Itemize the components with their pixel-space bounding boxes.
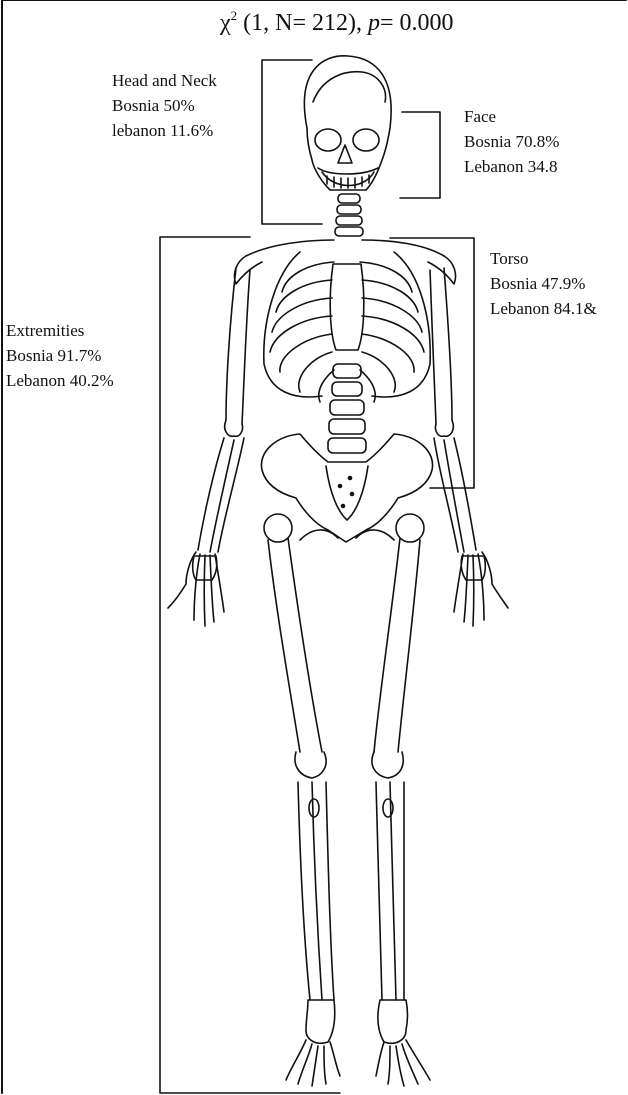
right-arm xyxy=(430,268,476,552)
head-neck-bracket xyxy=(262,60,322,224)
rib-cage xyxy=(264,252,430,402)
face-name: Face xyxy=(464,104,559,129)
extremities-label: Extremities Bosnia 91.7% Lebanon 40.2% xyxy=(6,318,114,393)
extremities-bracket xyxy=(160,237,340,1093)
extremities-bosnia: Bosnia 91.7% xyxy=(6,343,114,368)
face-bracket xyxy=(400,112,440,198)
torso-bracket xyxy=(390,238,474,488)
left-leg xyxy=(264,514,334,1000)
lumbar-spine xyxy=(328,364,366,453)
skull xyxy=(304,56,391,190)
p-symbol: p xyxy=(368,10,380,36)
extremities-name: Extremities xyxy=(6,318,114,343)
left-foot xyxy=(286,1000,340,1086)
chi-symbol: χ xyxy=(220,10,231,36)
shoulder-girdle xyxy=(234,240,455,284)
left-arm xyxy=(198,268,250,552)
left-hand xyxy=(168,552,224,626)
head-neck-name: Head and Neck xyxy=(112,68,217,93)
right-foot xyxy=(376,1000,430,1086)
pelvis xyxy=(261,434,432,542)
head-neck-lebanon: lebanon 11.6% xyxy=(112,118,217,143)
face-lebanon: Lebanon 34.8 xyxy=(464,154,559,179)
chi-square-title: χ2 (1, N= 212), p= 0.000 xyxy=(220,8,454,37)
head-neck-label: Head and Neck Bosnia 50% lebanon 11.6% xyxy=(112,68,217,143)
right-leg xyxy=(372,514,424,1000)
right-hand xyxy=(454,552,508,626)
extremities-lebanon: Lebanon 40.2% xyxy=(6,368,114,393)
chi-stat: (1, N= 212), xyxy=(237,10,368,36)
torso-name: Torso xyxy=(490,246,597,271)
torso-lebanon: Lebanon 84.1& xyxy=(490,296,597,321)
head-neck-bosnia: Bosnia 50% xyxy=(112,93,217,118)
face-label: Face Bosnia 70.8% Lebanon 34.8 xyxy=(464,104,559,179)
torso-label: Torso Bosnia 47.9% Lebanon 84.1& xyxy=(490,246,597,321)
cervical-spine xyxy=(335,194,363,236)
torso-bosnia: Bosnia 47.9% xyxy=(490,271,597,296)
p-value: = 0.000 xyxy=(380,10,454,36)
face-bosnia: Bosnia 70.8% xyxy=(464,129,559,154)
